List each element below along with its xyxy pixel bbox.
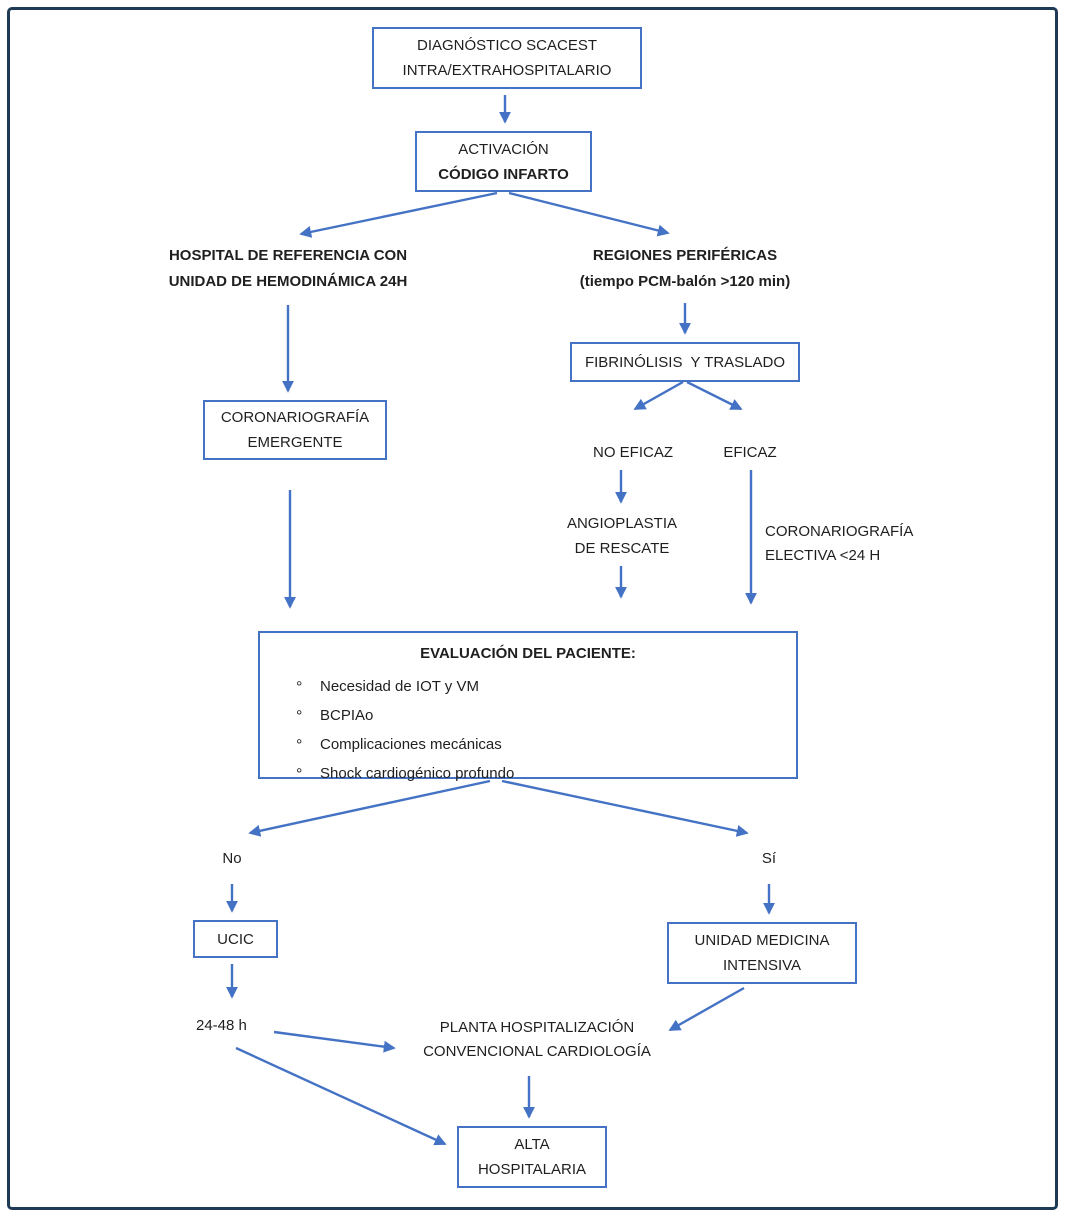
label-text: (tiempo PCM-balón >120 min) bbox=[579, 273, 791, 290]
label-angioplastia-rescate: ANGIOPLASTIA DE RESCATE bbox=[552, 511, 692, 561]
arrow-evaluacion-to-no bbox=[248, 779, 491, 837]
label-text: 24-48 h bbox=[196, 1017, 247, 1034]
evaluacion-bullet-item: ° Complicaciones mecánicas bbox=[260, 730, 796, 759]
node-text: EMERGENTE bbox=[247, 434, 343, 451]
label-text: EFICAZ bbox=[723, 444, 777, 461]
arrow-activacion-to-hospital bbox=[299, 191, 498, 238]
label-text: REGIONES PERIFÉRICAS bbox=[592, 247, 778, 264]
evaluacion-title: EVALUACIÓN DEL PACIENTE: bbox=[420, 645, 636, 662]
label-planta-hospitalizacion: PLANTA HOSPITALIZACIÓN CONVENCIONAL CARD… bbox=[412, 1016, 662, 1064]
label-text: CORONARIOGRAFÍA bbox=[765, 523, 914, 540]
label-no-eficaz: NO EFICAZ bbox=[573, 440, 693, 466]
node-text: DIAGNÓSTICO SCACEST bbox=[416, 37, 598, 54]
bullet-icon: ° bbox=[296, 679, 303, 696]
node-activacion-codigo-infarto: ACTIVACIÓN CÓDIGO INFARTO bbox=[415, 131, 592, 192]
label-eficaz: EFICAZ bbox=[700, 440, 800, 466]
label-text: No bbox=[222, 850, 242, 867]
node-text: UNIDAD MEDICINA bbox=[694, 932, 830, 949]
evaluacion-bullet-item: ° Shock cardiogénico profundo bbox=[260, 759, 796, 788]
node-text: INTRA/EXTRAHOSPITALARIO bbox=[402, 62, 612, 79]
node-alta-hospitalaria: ALTA HOSPITALARIA bbox=[457, 1126, 607, 1188]
node-fibrinolisis-traslado: FIBRINÓLISIS Y TRASLADO bbox=[570, 342, 800, 382]
evaluacion-bullet-item: ° BCPIAo bbox=[260, 701, 796, 730]
node-evaluacion-paciente: EVALUACIÓN DEL PACIENTE: ° Necesidad de … bbox=[258, 631, 798, 783]
node-text: ALTA bbox=[514, 1136, 550, 1153]
node-text: INTENSIVA bbox=[722, 957, 802, 974]
node-diagnostico-scacest: DIAGNÓSTICO SCACEST INTRA/EXTRAHOSPITALA… bbox=[372, 27, 642, 89]
node-ucic: UCIC bbox=[193, 920, 278, 958]
arrow-evaluacion-to-si bbox=[501, 779, 749, 837]
label-coronariografia-electiva: CORONARIOGRAFÍA ELECTIVA <24 H bbox=[765, 520, 935, 568]
node-unidad-medicina-intensiva: UNIDAD MEDICINA INTENSIVA bbox=[667, 922, 857, 984]
label-text: NO EFICAZ bbox=[592, 444, 673, 461]
label-hospital-referencia: HOSPITAL DE REFERENCIA CON UNIDAD DE HEM… bbox=[137, 243, 439, 295]
label-text: HOSPITAL DE REFERENCIA CON bbox=[168, 247, 408, 264]
label-no: No bbox=[212, 846, 252, 872]
arrow-activacion-to-regiones bbox=[508, 191, 670, 237]
label-text: DE RESCATE bbox=[574, 540, 670, 557]
node-text: FIBRINÓLISIS Y TRASLADO bbox=[584, 353, 786, 371]
label-regiones-perifericas: REGIONES PERIFÉRICAS (tiempo PCM-balón >… bbox=[534, 243, 836, 295]
bullet-text: Complicaciones mecánicas bbox=[320, 736, 502, 753]
node-text: ACTIVACIÓN bbox=[458, 140, 549, 158]
node-text: UCIC bbox=[217, 930, 254, 948]
bullet-icon: ° bbox=[296, 766, 303, 783]
node-text: CORONARIOGRAFÍA bbox=[220, 409, 370, 426]
label-text: UNIDAD DE HEMODINÁMICA 24H bbox=[168, 273, 408, 290]
bullet-icon: ° bbox=[296, 737, 303, 754]
label-text: PLANTA HOSPITALIZACIÓN bbox=[439, 1019, 635, 1036]
arrow-umi-to-planta bbox=[668, 986, 745, 1032]
bullet-text: Shock cardiogénico profundo bbox=[320, 765, 515, 782]
label-text: ANGIOPLASTIA bbox=[566, 515, 678, 532]
evaluacion-bullet-list: ° Necesidad de IOT y VM ° BCPIAo ° Compl… bbox=[260, 672, 796, 788]
evaluacion-bullet-item: ° Necesidad de IOT y VM bbox=[260, 672, 796, 701]
bullet-icon: ° bbox=[296, 708, 303, 725]
label-24-48h: 24-48 h bbox=[196, 1013, 266, 1039]
bullet-text: BCPIAo bbox=[320, 707, 374, 724]
node-text: CÓDIGO INFARTO bbox=[438, 165, 569, 183]
label-text: CONVENCIONAL CARDIOLOGÍA bbox=[423, 1043, 651, 1060]
arrow-fibrinolisis-to-no-eficaz bbox=[633, 380, 684, 411]
label-si: Sí bbox=[749, 846, 789, 872]
label-text: Sí bbox=[761, 850, 777, 867]
bullet-text: Necesidad de IOT y VM bbox=[320, 678, 479, 695]
label-text: ELECTIVA <24 H bbox=[765, 547, 881, 564]
node-text: HOSPITALARIA bbox=[477, 1161, 587, 1178]
arrow-24-48h-to-alta bbox=[235, 1046, 447, 1146]
node-coronariografia-emergente: CORONARIOGRAFÍA EMERGENTE bbox=[203, 400, 387, 460]
arrow-24-48h-to-planta bbox=[273, 1030, 396, 1053]
arrow-fibrinolisis-to-eficaz bbox=[686, 380, 743, 411]
